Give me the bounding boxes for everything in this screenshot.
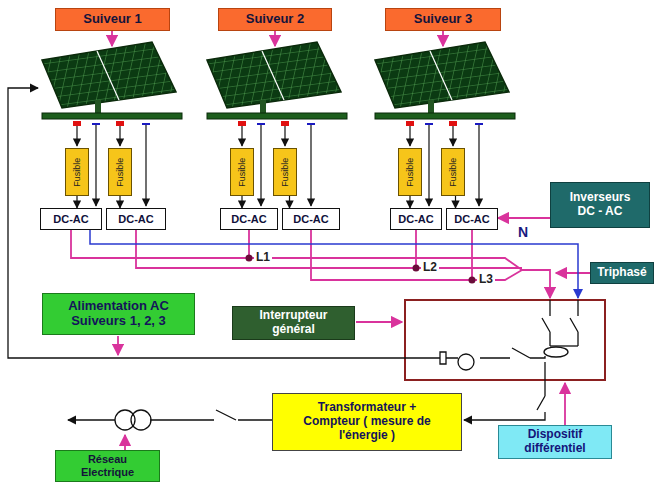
fuse-box: Fusible xyxy=(108,148,132,196)
connector xyxy=(76,196,77,208)
node-text: DC-AC xyxy=(118,213,153,226)
fuse-box: Fusible xyxy=(441,148,465,196)
solar-tracker xyxy=(207,42,347,206)
connector xyxy=(498,217,550,219)
phase-label: L1 xyxy=(254,251,272,264)
solar-tracker xyxy=(375,42,515,206)
three-phase-note: Triphasé xyxy=(590,262,654,284)
node-text: Triphasé xyxy=(597,266,646,280)
inverter-box: DC-AC xyxy=(220,208,278,230)
node-text: Fusible xyxy=(405,157,415,186)
node-text: Transformateur + Compteur ( mesure de l'… xyxy=(290,401,444,442)
solar-tracker xyxy=(42,42,182,206)
node-text: Dispositif différentiel xyxy=(507,428,603,456)
connector xyxy=(119,196,120,208)
node-text: DC-AC xyxy=(398,213,433,226)
inverter-box: DC-AC xyxy=(282,208,340,230)
neutral-label: N xyxy=(516,225,530,240)
phase-label: L2 xyxy=(421,261,439,274)
inverter-box: DC-AC xyxy=(106,208,166,230)
node-text: Fusible xyxy=(448,157,458,186)
fuse-box: Fusible xyxy=(273,148,297,196)
node-text: Inverseurs DC - AC xyxy=(561,191,639,219)
supply-note: Alimentation AC Suiveurs 1, 2, 3 xyxy=(42,293,195,335)
pointer-arrows xyxy=(112,31,590,451)
connector xyxy=(455,196,456,208)
connector xyxy=(289,196,290,208)
inverter-box: DC-AC xyxy=(40,208,102,230)
inverter-box: DC-AC xyxy=(446,208,498,230)
rcd-note: Dispositif différentiel xyxy=(498,425,612,459)
meter-box: Transformateur + Compteur ( mesure de l'… xyxy=(272,393,462,451)
node-text: Fusible xyxy=(280,157,290,186)
node-text: Alimentation AC Suiveurs 1, 2, 3 xyxy=(55,299,182,329)
node-text: Fusible xyxy=(237,157,247,186)
main-switch-note: Interrupteur général xyxy=(232,306,355,340)
node-text: Interrupteur général xyxy=(241,309,346,337)
inverters-note: Inverseurs DC - AC xyxy=(550,182,650,228)
connector xyxy=(241,196,242,208)
neutral-line xyxy=(90,230,578,298)
node-text: DC-AC xyxy=(231,213,266,226)
fuse-box: Fusible xyxy=(230,148,254,196)
tracker-label: Suiveur 1 xyxy=(55,8,170,31)
inverter-box: DC-AC xyxy=(390,208,442,230)
node-text: Suiveur 2 xyxy=(246,12,305,27)
switchgear-cabinet xyxy=(405,300,605,380)
node-text: Suiveur 1 xyxy=(83,12,142,27)
switchgear-symbols xyxy=(8,88,578,430)
node-text: Réseau Electrique xyxy=(62,453,153,478)
node-text: Fusible xyxy=(72,157,82,186)
node-text: Suiveur 3 xyxy=(414,12,473,27)
tracker-label: Suiveur 2 xyxy=(218,8,332,31)
phase-label: L3 xyxy=(477,273,495,286)
junction-dots xyxy=(246,255,476,284)
node-text: Fusible xyxy=(115,157,125,186)
fuse-box: Fusible xyxy=(398,148,422,196)
grid-note: Réseau Electrique xyxy=(55,450,160,482)
node-text: DC-AC xyxy=(293,213,328,226)
node-text: DC-AC xyxy=(454,213,489,226)
fuse-box: Fusible xyxy=(65,148,89,196)
node-text: DC-AC xyxy=(53,213,88,226)
phase-lines xyxy=(71,230,550,298)
connector xyxy=(409,196,410,208)
tracker-label: Suiveur 3 xyxy=(385,8,501,31)
